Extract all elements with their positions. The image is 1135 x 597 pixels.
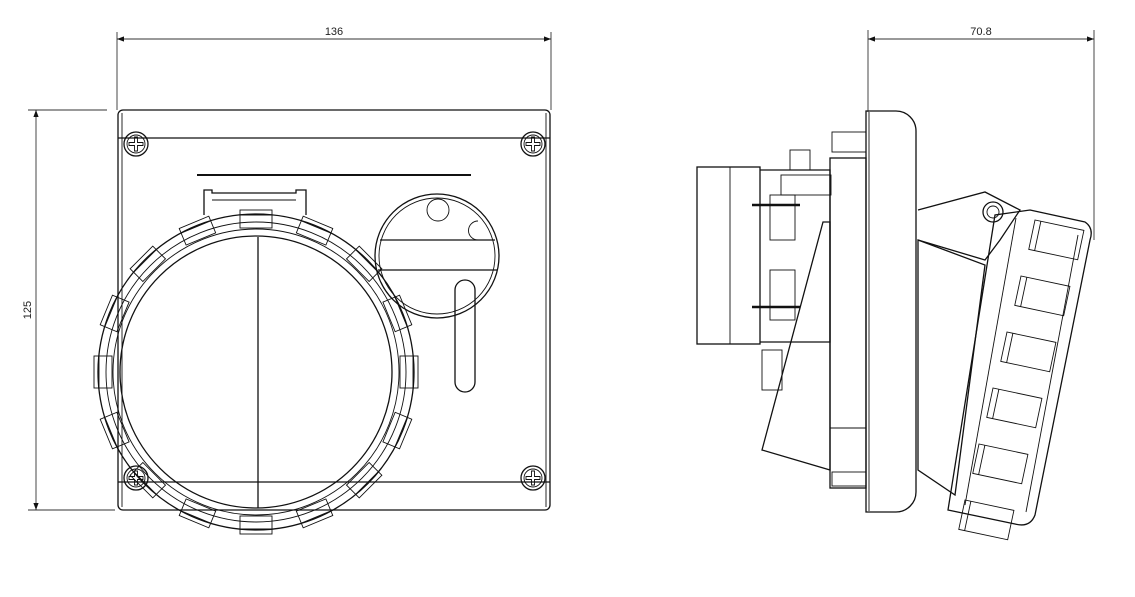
screw-icon xyxy=(123,131,149,157)
height-label: 125 xyxy=(22,301,34,319)
ring-tab xyxy=(295,498,334,529)
rotary-switch xyxy=(374,193,500,393)
side-view: 70.8 xyxy=(696,26,1095,541)
hinge-arm xyxy=(917,191,1021,261)
ring-tab xyxy=(178,215,217,246)
ring-tab xyxy=(382,294,413,333)
ring-tab xyxy=(129,461,167,499)
ring-tab xyxy=(99,294,130,333)
mounting-plate-side xyxy=(865,110,917,513)
side-ring-tab xyxy=(1014,275,1071,317)
back-body xyxy=(829,157,867,489)
socket-lid xyxy=(119,235,393,509)
depth-dimension: 70.8 xyxy=(867,26,1095,240)
ring-tab xyxy=(178,498,217,529)
side-ring-tab xyxy=(1028,219,1085,261)
socket-ring xyxy=(93,209,419,535)
width-label: 136 xyxy=(325,26,343,38)
ring-tab xyxy=(239,209,273,229)
screw-icon xyxy=(520,131,546,157)
side-ring-tab xyxy=(986,387,1043,429)
width-dimension: 136 xyxy=(116,26,552,110)
side-ring-tab xyxy=(972,443,1029,485)
ring-tab xyxy=(239,515,273,535)
switch-lever xyxy=(454,279,476,393)
front-view: 136 125 xyxy=(22,26,552,535)
ring-tab xyxy=(345,461,383,499)
depth-label: 70.8 xyxy=(970,26,991,38)
ring-tab xyxy=(129,245,167,283)
side-ring-tab xyxy=(958,499,1015,541)
lid-hinge xyxy=(203,189,307,215)
ring-tab xyxy=(93,355,113,389)
ring-tab xyxy=(345,245,383,283)
ring-tab xyxy=(382,411,413,450)
ring-tab xyxy=(295,215,334,246)
ring-tab xyxy=(399,355,419,389)
ring-tab xyxy=(99,411,130,450)
socket-housing-side xyxy=(947,209,1092,526)
mounting-plate xyxy=(117,109,551,511)
side-ring-tab xyxy=(1000,331,1057,373)
height-dimension: 125 xyxy=(22,109,115,511)
screw-icon xyxy=(520,465,546,491)
rear-terminal-box xyxy=(696,166,761,345)
